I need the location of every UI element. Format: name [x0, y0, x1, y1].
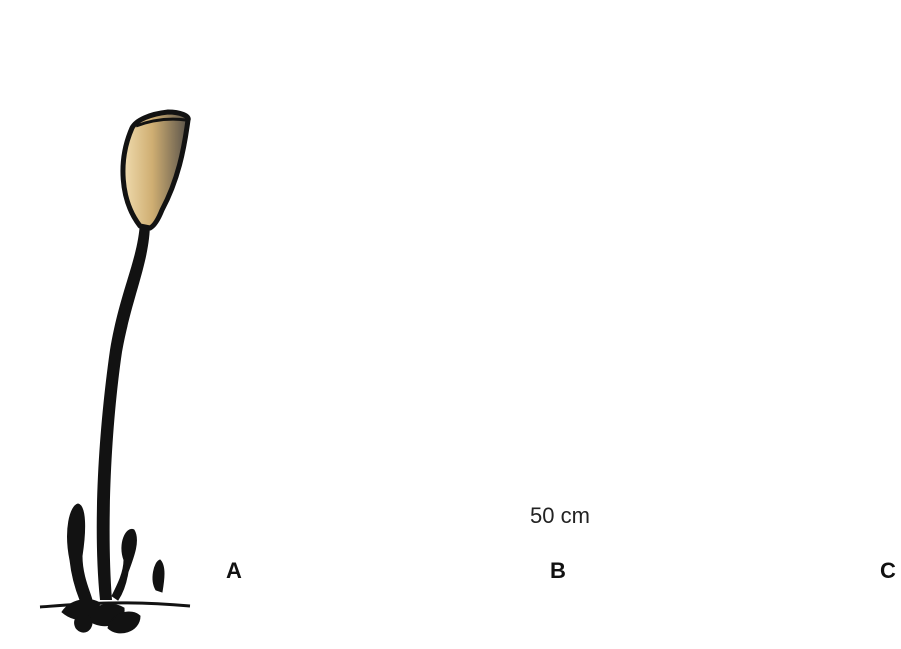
plant-a [40, 112, 190, 633]
holdfast-a [40, 504, 190, 633]
plant-label-a: A [226, 558, 242, 584]
plant-label-c: C [880, 558, 896, 584]
plant-label-b: B [550, 558, 566, 584]
scale-label: 50 cm [530, 503, 590, 529]
bulb-a [123, 112, 188, 228]
